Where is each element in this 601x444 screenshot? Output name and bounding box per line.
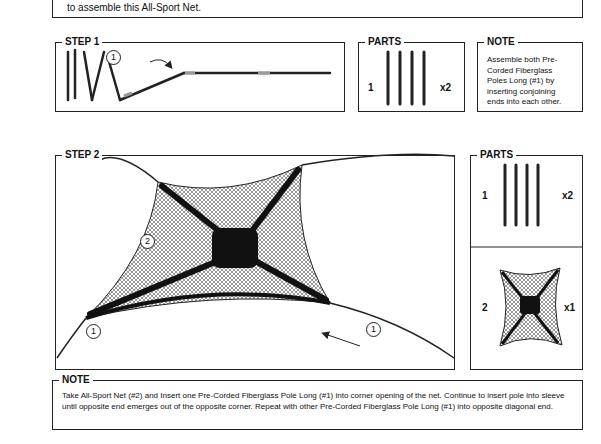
panel-heading: PARTS bbox=[365, 36, 404, 48]
intro-box: to assemble this All-Sport Net. bbox=[52, 0, 583, 18]
panel-frame: NOTEAssemble both Pre-Corded Fiberglass … bbox=[477, 42, 583, 112]
panel-heading: NOTE bbox=[59, 374, 93, 386]
note-text: Assemble both Pre-Corded Fiberglass Pole… bbox=[487, 55, 573, 108]
intro-text: to assemble this All-Sport Net. bbox=[67, 2, 201, 14]
panel-frame: STEP 2 bbox=[55, 155, 455, 370]
part-label: 1 bbox=[368, 82, 374, 94]
part-label: 1 bbox=[482, 190, 488, 202]
panel-heading: STEP 2 bbox=[62, 149, 102, 161]
part-label: x2 bbox=[562, 190, 573, 202]
note-text: Take All-Sport Net (#2) and Insert one P… bbox=[62, 391, 574, 412]
callout-number: 1 bbox=[366, 322, 381, 337]
part-label: 2 bbox=[482, 302, 488, 314]
callout-number: 1 bbox=[86, 324, 101, 339]
part-label: x1 bbox=[564, 302, 575, 314]
callout-number: 1 bbox=[106, 50, 121, 65]
panel-frame: PARTS bbox=[470, 155, 583, 370]
panel-frame: NOTETake All-Sport Net (#2) and Insert o… bbox=[52, 380, 583, 430]
panel-frame: STEP 1 bbox=[55, 42, 345, 112]
part-label: x2 bbox=[440, 82, 451, 94]
panel-frame: PARTS bbox=[358, 42, 465, 112]
panel-heading: PARTS bbox=[477, 149, 516, 161]
panel-heading: STEP 1 bbox=[62, 36, 102, 48]
panel-heading: NOTE bbox=[484, 36, 518, 48]
callout-number: 2 bbox=[140, 234, 155, 249]
